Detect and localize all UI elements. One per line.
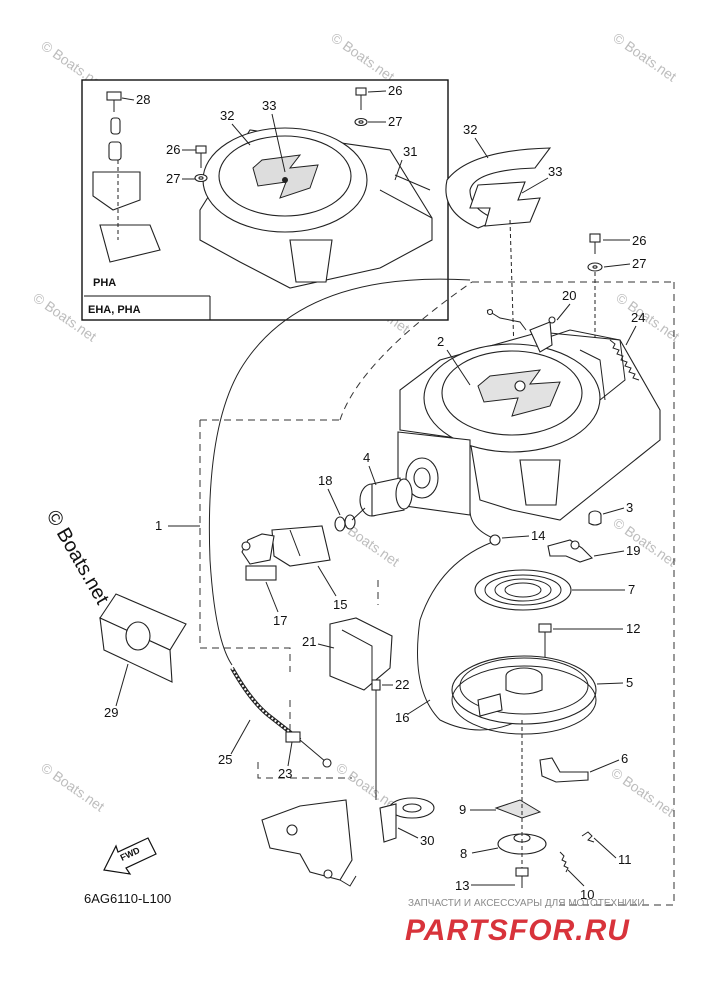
callout-27: 27 [166,171,180,186]
callout-26: 26 [632,233,646,248]
callout-17: 17 [273,613,287,628]
callout-16: 16 [395,710,409,725]
callout-30: 30 [420,833,434,848]
inset-washer-27b [354,117,368,127]
callout-14: 14 [531,528,545,543]
callout-25: 25 [218,752,232,767]
callout-15: 15 [333,597,347,612]
callout-22: 22 [395,677,409,692]
lock-plate-17 [241,533,277,581]
callout-19: 19 [626,543,640,558]
callout-26: 26 [166,142,180,157]
inset-starter-cover [199,127,433,289]
callout-26: 26 [388,83,402,98]
spring-10 [559,851,569,873]
callout-27: 27 [632,256,646,271]
cable-end-14 [489,534,501,546]
callout-5: 5 [626,675,633,690]
starter-handle-4 [359,477,413,517]
gasket-plate-29 [99,593,187,683]
bracket-21 [329,617,393,691]
fwd-arrow-icon: FWD [103,837,157,875]
handle-grip-15 [271,525,331,567]
callout-33: 33 [262,98,276,113]
spring-11 [581,831,595,843]
watermark: © Boats.net [613,289,682,344]
starter-case [397,329,661,521]
callout-31: 31 [403,144,417,159]
watermark: © Boats.net [608,764,677,819]
callout-1: 1 [155,518,162,533]
callout-6: 6 [621,751,628,766]
lever-20 [529,316,556,353]
variant-label: EHA, PHA [88,304,141,316]
spring-24 [609,339,640,381]
collar-3 [588,510,602,526]
callout-23: 23 [278,766,292,781]
callout-32: 32 [220,108,234,123]
inset-bolt-26b [355,87,367,110]
diagram-code: 6AG6110-L100 [84,891,171,906]
callout-32: 32 [463,122,477,137]
mount-bracket [261,799,357,887]
callout-11: 11 [618,852,632,867]
washer-27 [587,262,603,272]
callout-2: 2 [437,334,444,349]
decal-33 [469,181,541,227]
callout-21: 21 [302,634,316,649]
pulley-5 [451,655,597,735]
bolt-26 [589,233,601,254]
callout-29: 29 [104,705,118,720]
bolt-13 [515,867,529,888]
clip-23 [285,731,301,743]
banner-brand: PARTSFOR.RU [405,914,630,947]
inset-washer-27a [194,173,208,183]
callout-4: 4 [363,450,370,465]
banner-tagline: ЗАПЧАСТИ И АКСЕССУАРЫ ДЛЯ МОТОТЕХНИКИ [408,898,645,909]
callout-10: 10 [580,887,594,902]
callout-18: 18 [318,473,332,488]
callout-27: 27 [388,114,402,129]
rope-guide-18 [334,514,356,532]
callout-8: 8 [460,846,467,861]
spiral-spring-7 [474,569,572,611]
drive-plate-8 [497,833,547,855]
callout-9: 9 [459,802,466,817]
callout-20: 20 [562,288,576,303]
callout-7: 7 [628,582,635,597]
assembly-frame [199,278,675,906]
callout-28: 28 [136,92,150,107]
variant-label-small: PHA [93,277,116,289]
inset-bracket-assembly [92,91,161,263]
inset-box: PHA EHA, PHA [81,79,449,321]
lever-19 [547,539,594,563]
watermark: © Boats.net [610,514,679,569]
screw-22 [371,679,381,691]
callout-13: 13 [455,878,469,893]
watermark: © Boats.net [328,29,397,84]
cable-25 [230,667,332,768]
watermark: © Boats.net [38,759,107,814]
shop-banner: ЗАПЧАСТИ И АКСЕССУАРЫ ДЛЯ МОТОТЕХНИКИ PA… [405,898,645,947]
clamp-30 [379,797,435,843]
watermark: © Boats.net [610,29,679,84]
pawl-6 [539,757,589,783]
callout-12: 12 [626,621,640,636]
callout-33: 33 [548,164,562,179]
callout-3: 3 [626,500,633,515]
plate-9 [494,799,542,819]
watermark-side: © Boats.net [42,507,114,609]
callout-24: 24 [631,310,645,325]
